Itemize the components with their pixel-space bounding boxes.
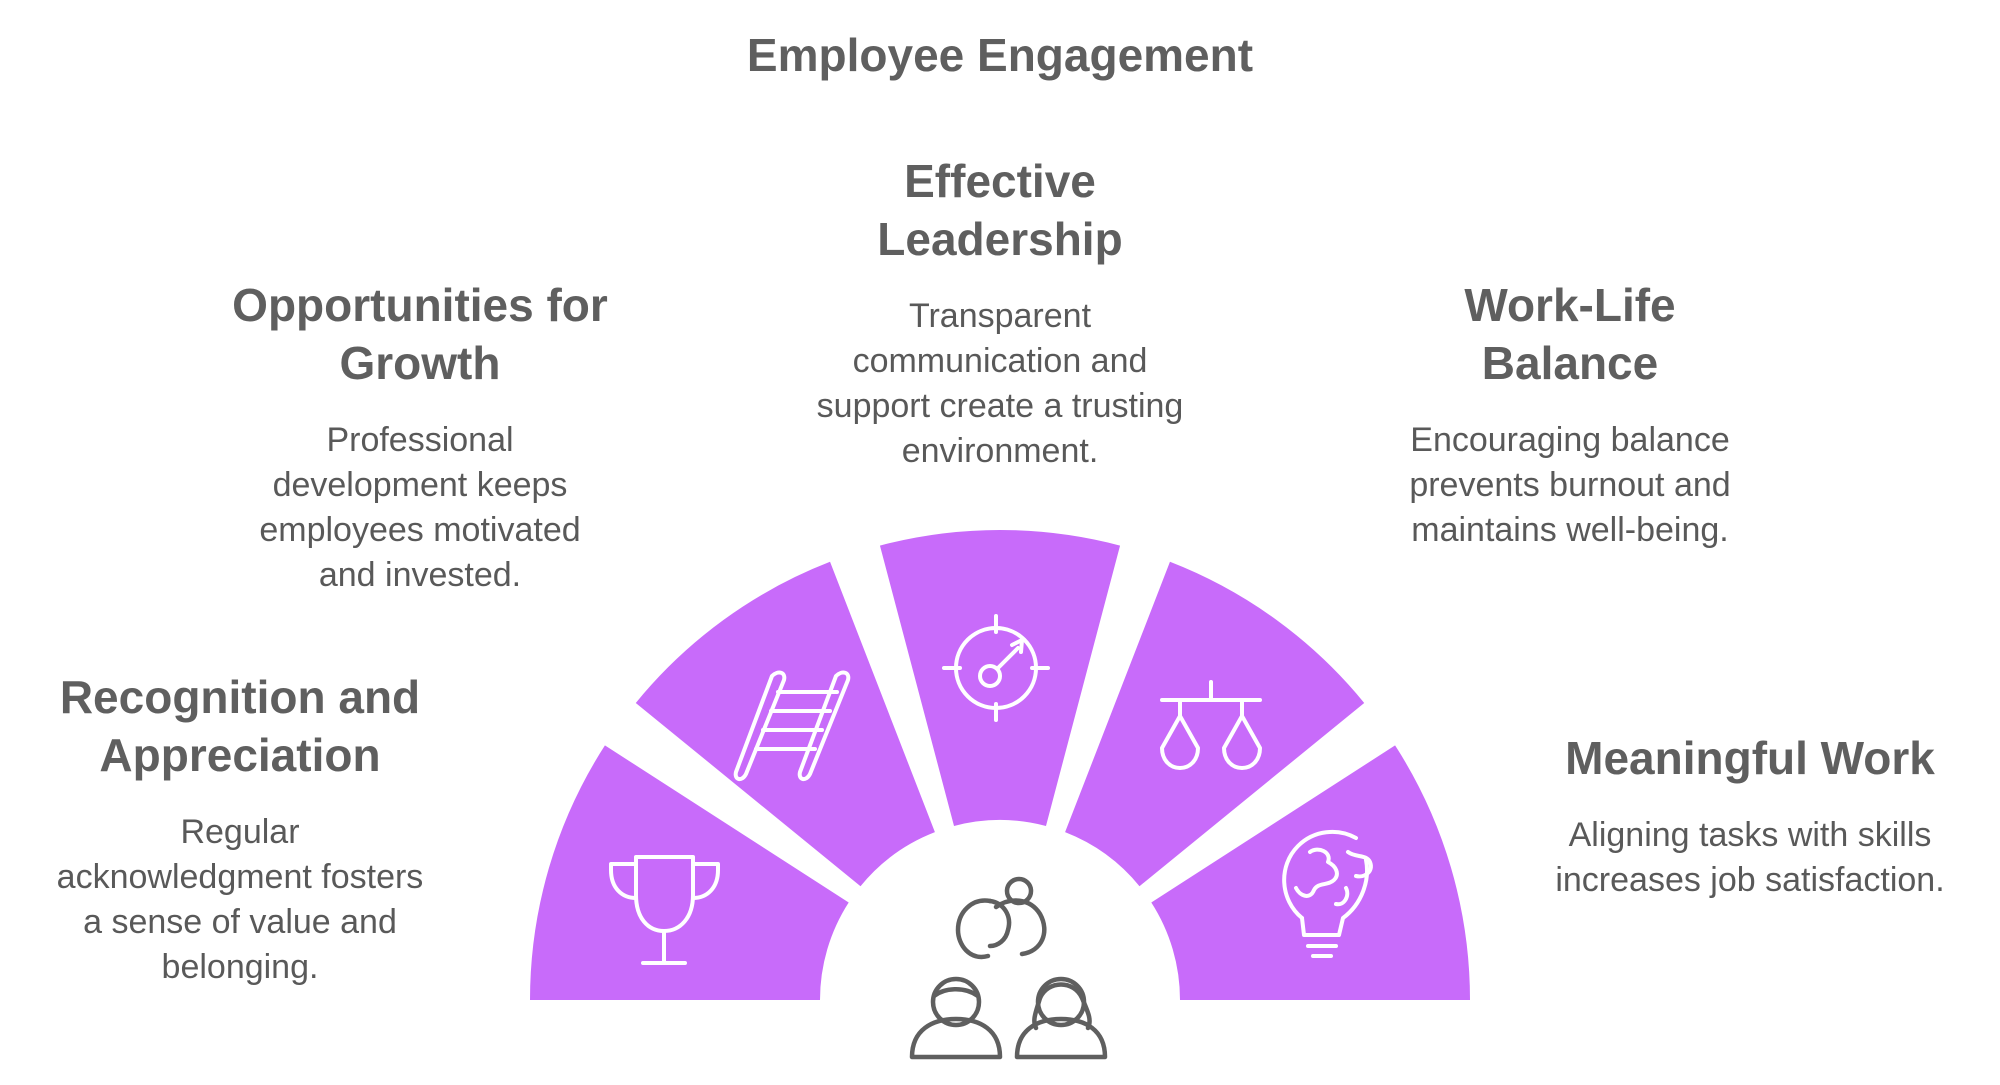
- leadership-block: Effective Leadership Transparent communi…: [760, 152, 1240, 474]
- leadership-description: Transparent communication and support cr…: [816, 297, 1184, 470]
- ladder-icon: [733, 670, 851, 781]
- growth-description: Professional development keeps employees…: [259, 421, 581, 594]
- diagram-title: Employee Engagement: [746, 29, 1254, 81]
- meaningful-work-description: Aligning tasks with skills increases job…: [1555, 816, 1945, 899]
- segment-growth: [635, 561, 935, 887]
- trophy-icon: [609, 855, 720, 965]
- target-gauge-icon: [942, 614, 1050, 722]
- segment-meaningful-work: [1151, 745, 1470, 1000]
- meaningful-work-heading: Meaningful Work: [1565, 732, 1935, 784]
- recognition-heading: Recognition and Appreciation: [59, 671, 421, 781]
- balance-scale-icon: [1160, 680, 1262, 770]
- lightbulb-puzzle-icon: [1282, 829, 1373, 958]
- growth-heading: Opportunities for Growth: [232, 279, 608, 389]
- recognition-description: Regular acknowledgment fosters a sense o…: [56, 813, 424, 986]
- meaningful-work-block: Meaningful Work Aligning tasks with skil…: [1520, 729, 1980, 903]
- segments-layer: [530, 530, 1470, 1000]
- segment-work-life: [1065, 561, 1365, 887]
- people-connection-icon: [909, 876, 1108, 1060]
- segment-recognition: [530, 745, 849, 1000]
- leadership-heading: Effective Leadership: [877, 155, 1123, 265]
- work-life-description: Encouraging balance prevents burnout and…: [1409, 421, 1731, 549]
- recognition-block: Recognition and Appreciation Regular ack…: [20, 668, 460, 990]
- work-life-block: Work-Life Balance Encouraging balance pr…: [1370, 276, 1770, 553]
- growth-block: Opportunities for Growth Professional de…: [200, 276, 640, 598]
- work-life-heading: Work-Life Balance: [1464, 279, 1676, 389]
